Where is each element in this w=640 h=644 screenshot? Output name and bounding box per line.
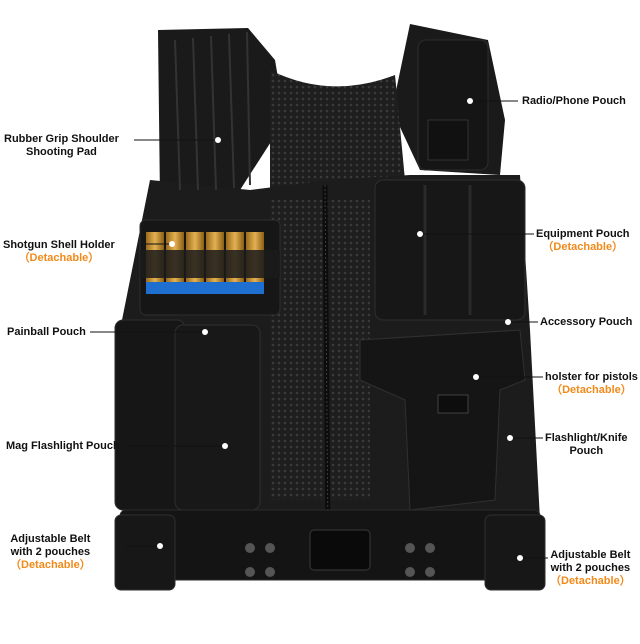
- shotgun-shells: [140, 232, 280, 294]
- shotgun-shell-holder-text: Shotgun Shell Holder: [3, 239, 115, 251]
- belt: [114, 509, 546, 591]
- holster-text: holster for pistols: [545, 371, 638, 383]
- label-accessory-pouch: Accessory Pouch: [540, 316, 632, 329]
- painball-pouch-text: Painball Pouch: [7, 326, 86, 338]
- pistol-holster: [359, 329, 526, 511]
- accessory-pouch-text: Accessory Pouch: [540, 316, 633, 328]
- equipment-detachable-text: （Detachable）: [542, 241, 624, 253]
- callout-leaders: [90, 98, 548, 561]
- label-mag-flashlight-pouch: Mag Flashlight Pouch: [6, 440, 120, 453]
- label-painball-pouch: Painball Pouch: [7, 326, 86, 339]
- holster-detachable-text: （Detachable）: [551, 384, 632, 396]
- radio-phone-pouch-text: Radio/Phone Pouch: [522, 95, 626, 107]
- flashlight-knife-line2: Pouch: [569, 445, 604, 457]
- mag-pouches: [114, 319, 261, 511]
- belt-left-detachable-text: （Detachable）: [10, 559, 91, 571]
- label-adjustable-belt-right: Adjustable Belt with 2 pouches （Detachab…: [550, 549, 631, 588]
- belt-left-line1: Adjustable Belt: [10, 533, 91, 545]
- label-flashlight-knife-pouch: Flashlight/Knife Pouch: [545, 432, 628, 458]
- label-adjustable-belt-left: Adjustable Belt with 2 pouches （Detachab…: [10, 533, 91, 572]
- rubber-grip-line1: Rubber Grip Shoulder: [4, 133, 119, 145]
- shoulder-pad: [174, 31, 251, 191]
- radio-pouch: [417, 39, 489, 171]
- mag-flashlight-pouch-text: Mag Flashlight Pouch: [6, 440, 120, 452]
- shotgun-detachable-text: （Detachable）: [18, 252, 100, 264]
- label-rubber-grip-shoulder: Rubber Grip Shoulder Shooting Pad: [4, 133, 119, 159]
- equipment-pouch: [374, 179, 526, 321]
- belt-right-detachable-text: （Detachable）: [550, 575, 631, 587]
- rubber-grip-line2: Shooting Pad: [26, 146, 97, 158]
- label-radio-phone-pouch: Radio/Phone Pouch: [522, 95, 626, 108]
- label-holster-for-pistols: holster for pistols （Detachable）: [545, 371, 638, 397]
- belt-right-line2: with 2 pouches: [550, 562, 631, 574]
- belt-right-line1: Adjustable Belt: [550, 549, 631, 561]
- flashlight-knife-line1: Flashlight/Knife: [545, 432, 628, 444]
- belt-left-line2: with 2 pouches: [10, 546, 91, 558]
- label-equipment-pouch: Equipment Pouch （Detachable）: [536, 228, 630, 254]
- equipment-pouch-text: Equipment Pouch: [536, 228, 630, 240]
- shotgun-shell-holder: [139, 219, 281, 316]
- label-shotgun-shell-holder: Shotgun Shell Holder （Detachable）: [3, 239, 115, 265]
